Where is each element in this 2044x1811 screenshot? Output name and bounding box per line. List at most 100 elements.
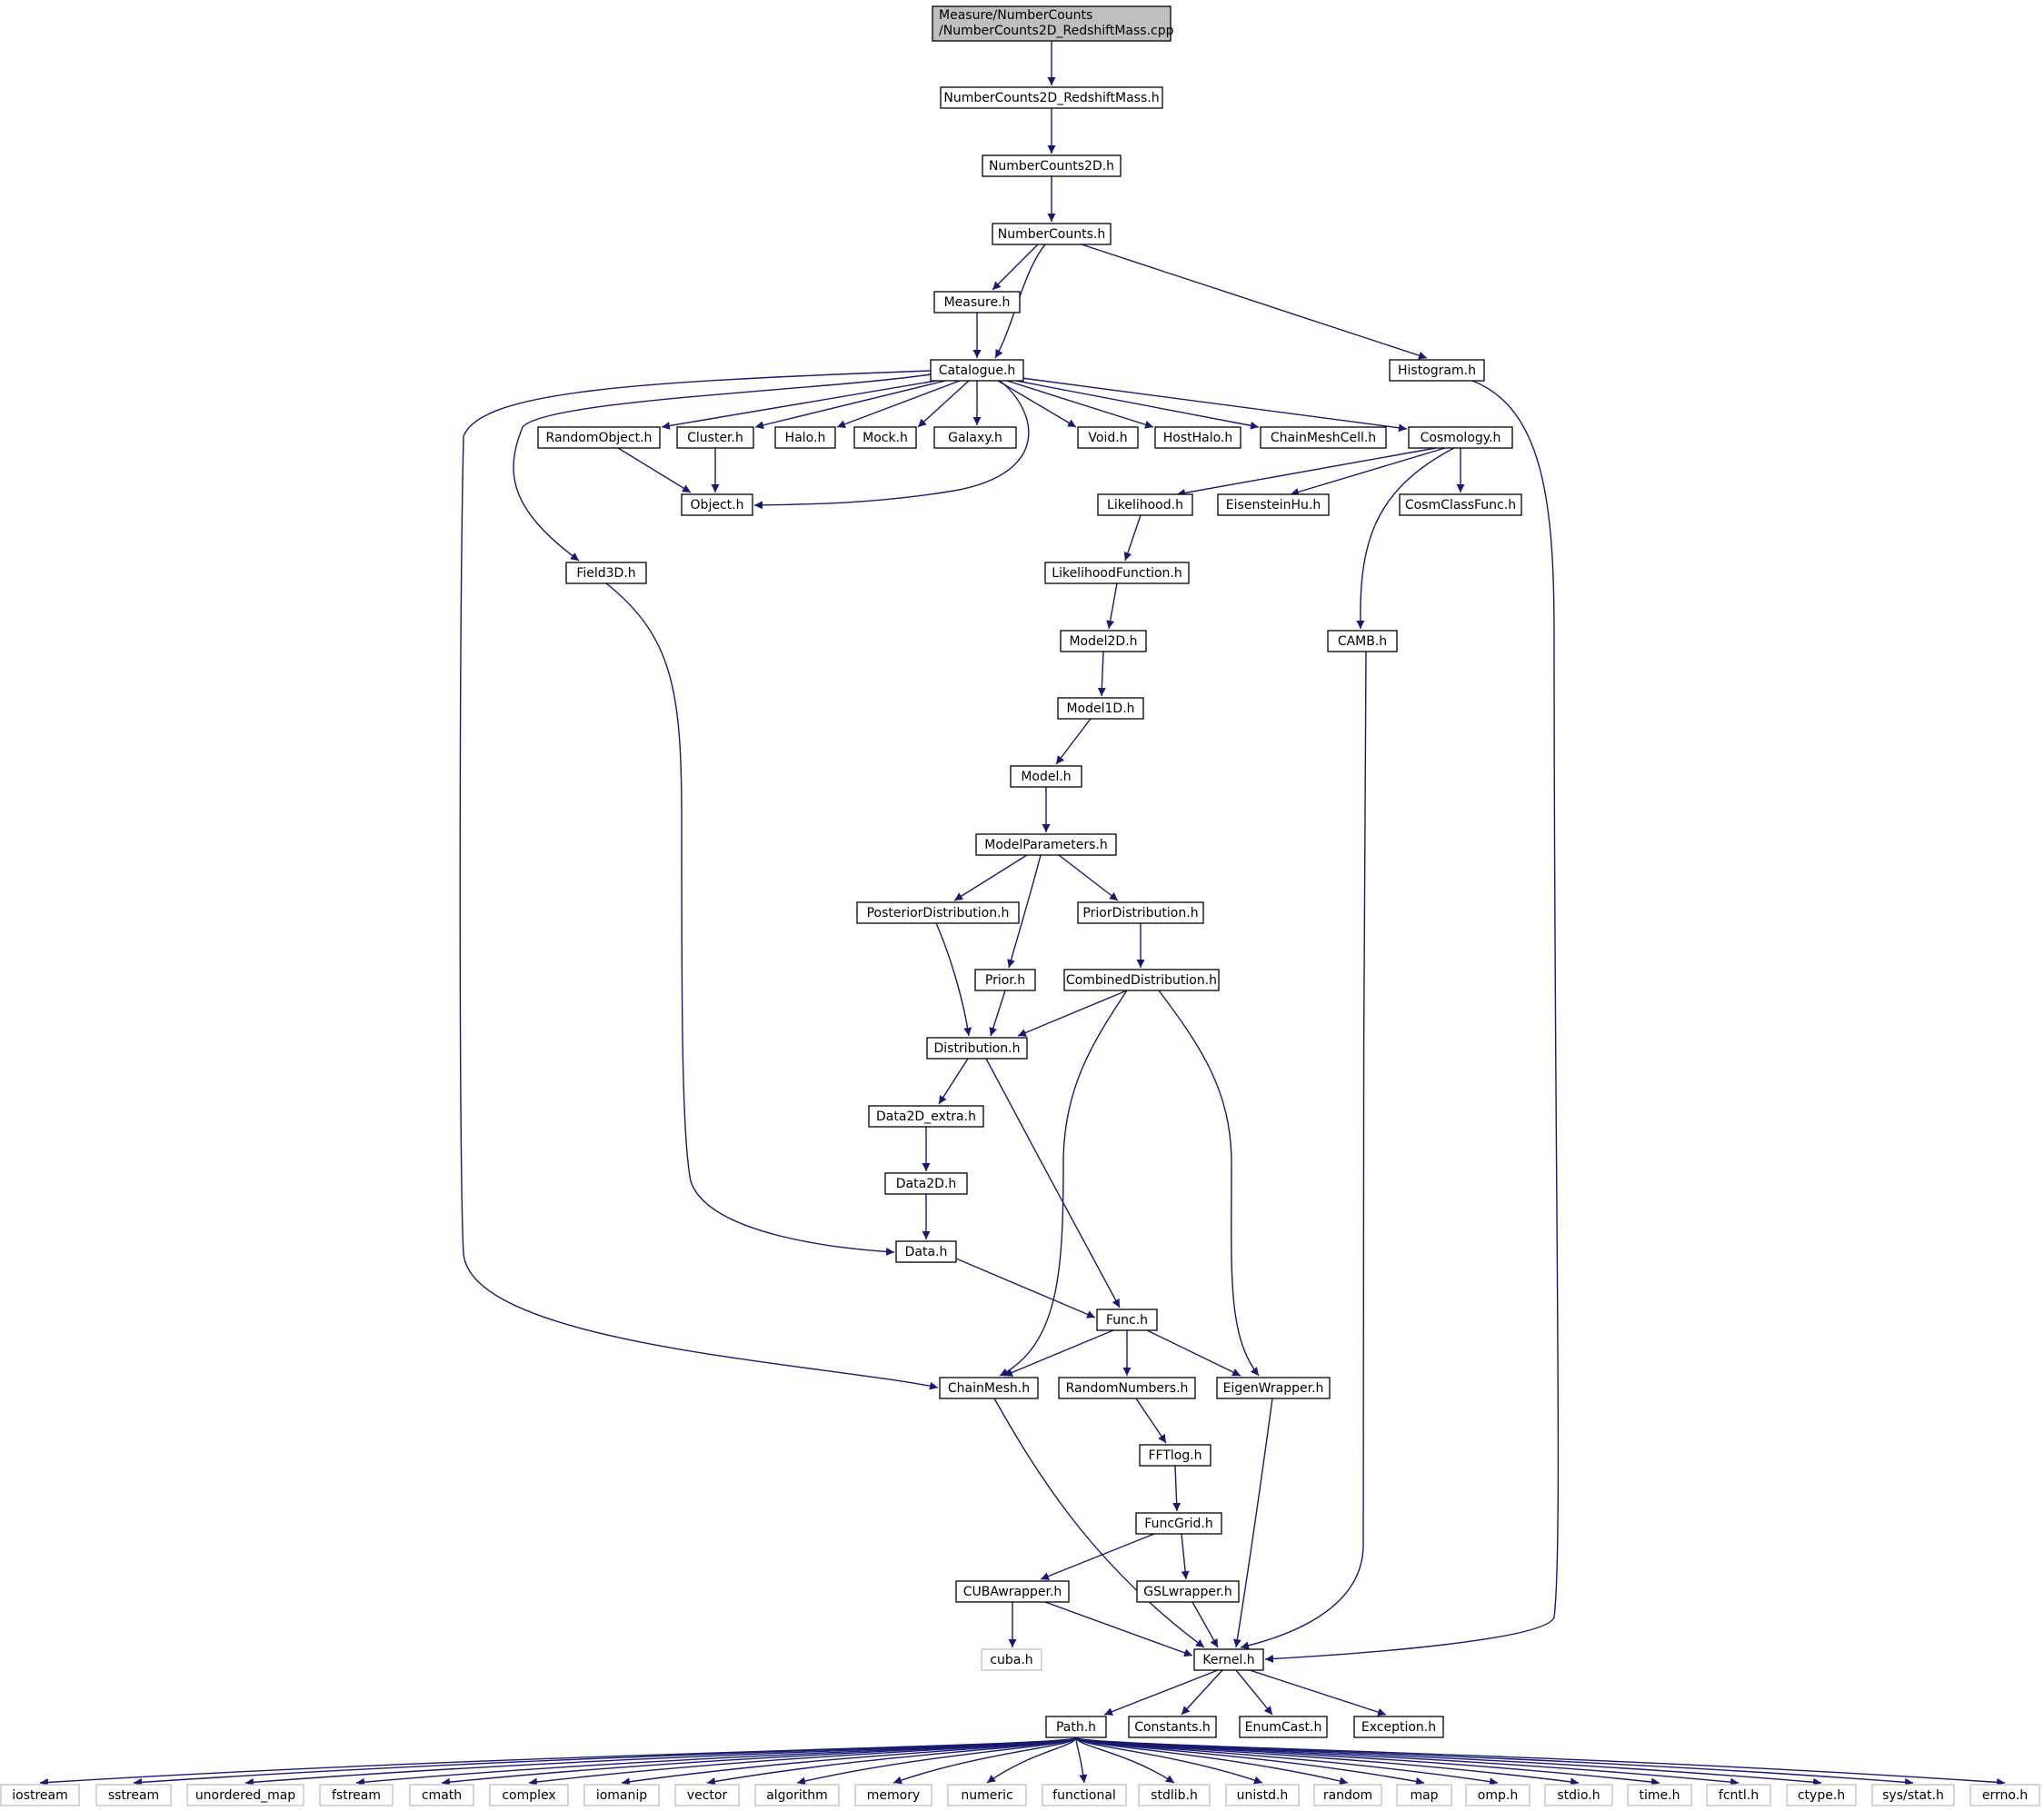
node-sstream[interactable]: sstream <box>95 1784 172 1806</box>
node-iomanip[interactable]: iomanip <box>583 1784 660 1806</box>
node-omp[interactable]: omp.h <box>1465 1784 1531 1806</box>
node-cuba[interactable]: cuba.h <box>981 1648 1042 1671</box>
node-eisensteinhu[interactable]: EisensteinHu.h <box>1217 493 1330 516</box>
node-randomobject[interactable]: RandomObject.h <box>537 426 661 449</box>
node-vector[interactable]: vector <box>674 1784 740 1806</box>
node-eigenwrapper[interactable]: EigenWrapper.h <box>1216 1377 1331 1399</box>
node-model1d[interactable]: Model1D.h <box>1057 697 1144 720</box>
dependency-edge <box>244 1736 1077 1786</box>
node-exception[interactable]: Exception.h <box>1353 1716 1444 1738</box>
node-modelparameters-label: ModelParameters.h <box>984 838 1108 852</box>
node-histogram[interactable]: Histogram.h <box>1389 359 1485 382</box>
node-numeric[interactable]: numeric <box>947 1784 1027 1806</box>
dependency-edge <box>1103 1669 1219 1716</box>
dependency-edge <box>1158 990 1260 1377</box>
node-algorithm-label: algorithm <box>766 1788 828 1803</box>
node-sysstat[interactable]: sys/stat.h <box>1871 1784 1955 1806</box>
node-gslwrapper[interactable]: GSLwrapper.h <box>1136 1580 1240 1603</box>
node-memory[interactable]: memory <box>854 1784 932 1806</box>
node-nc2d[interactable]: NumberCounts2D.h <box>982 154 1122 177</box>
node-model[interactable]: Model.h <box>1010 765 1082 788</box>
node-measure[interactable]: Measure.h <box>933 291 1021 313</box>
node-data2dextra[interactable]: Data2D_extra.h <box>868 1105 984 1128</box>
node-algorithm[interactable]: algorithm <box>754 1784 840 1806</box>
node-nc[interactable]: NumberCounts.h <box>992 223 1112 245</box>
node-ctype[interactable]: ctype.h <box>1786 1784 1857 1806</box>
node-likelihood[interactable]: Likelihood.h <box>1097 493 1193 516</box>
node-object[interactable]: Object.h <box>681 493 753 516</box>
node-path-label: Path.h <box>1056 1720 1096 1735</box>
node-nc2drm[interactable]: NumberCounts2D_RedshiftMass.h <box>940 86 1163 109</box>
dependency-edge <box>1003 1329 1114 1377</box>
node-data[interactable]: Data.h <box>895 1240 957 1263</box>
node-distribution[interactable]: Distribution.h <box>926 1037 1028 1060</box>
node-randomnumbers[interactable]: RandomNumbers.h <box>1058 1377 1196 1399</box>
node-unistd[interactable]: unistd.h <box>1225 1784 1300 1806</box>
node-cmath[interactable]: cmath <box>409 1784 474 1806</box>
dependency-edge <box>1106 582 1118 630</box>
node-iostream[interactable]: iostream <box>0 1784 80 1806</box>
node-field3d[interactable]: Field3D.h <box>565 562 647 584</box>
dependency-edge <box>1055 718 1092 765</box>
node-data2d[interactable]: Data2D.h <box>884 1172 968 1195</box>
node-cmath-label: cmath <box>422 1788 462 1803</box>
node-halo[interactable]: Halo.h <box>774 426 836 449</box>
node-root[interactable]: Measure/NumberCounts /NumberCounts2D_Red… <box>932 5 1174 42</box>
node-cubawrapper[interactable]: CUBAwrapper.h <box>955 1580 1070 1603</box>
node-func[interactable]: Func.h <box>1096 1308 1158 1331</box>
node-camb-label: CAMB.h <box>1338 634 1387 649</box>
node-errno[interactable]: errno.h <box>1969 1784 2040 1806</box>
node-random[interactable]: random <box>1313 1784 1382 1806</box>
node-chainmeshcell[interactable]: ChainMeshCell.h <box>1260 426 1387 449</box>
dependency-edge <box>1146 1329 1241 1377</box>
dependency-edge <box>1044 1601 1193 1657</box>
node-stdio[interactable]: stdio.h <box>1544 1784 1613 1806</box>
node-chainmesh-label: ChainMesh.h <box>948 1381 1030 1396</box>
node-enumcast[interactable]: EnumCast.h <box>1239 1716 1328 1738</box>
node-cosmology-label: Cosmology.h <box>1421 431 1501 445</box>
node-cosmology[interactable]: Cosmology.h <box>1408 426 1513 449</box>
dependency-edge <box>1235 1669 1273 1716</box>
dependency-edge <box>1123 514 1142 562</box>
node-chainmesh[interactable]: ChainMesh.h <box>939 1377 1039 1399</box>
node-combined[interactable]: CombinedDistribution.h <box>1063 969 1220 991</box>
node-map[interactable]: map <box>1396 1784 1452 1806</box>
node-fcntl[interactable]: fcntl.h <box>1706 1784 1771 1806</box>
node-camb[interactable]: CAMB.h <box>1327 630 1398 652</box>
node-unordered_map-label: unordered_map <box>195 1788 295 1803</box>
node-kernel[interactable]: Kernel.h <box>1193 1648 1264 1671</box>
node-fstream[interactable]: fstream <box>319 1784 394 1806</box>
node-fftlog[interactable]: FFTlog.h <box>1139 1444 1211 1467</box>
dependency-edge <box>1192 1601 1219 1648</box>
dependency-edge <box>1181 1533 1190 1580</box>
node-cluster[interactable]: Cluster.h <box>676 426 754 449</box>
node-time[interactable]: time.h <box>1627 1784 1692 1806</box>
node-constants[interactable]: Constants.h <box>1128 1716 1217 1738</box>
dependency-edge <box>1040 1533 1155 1580</box>
node-cosmclassfunc[interactable]: CosmClassFunc.h <box>1399 493 1522 516</box>
node-stdlib[interactable]: stdlib.h <box>1138 1784 1211 1806</box>
node-catalogue[interactable]: Catalogue.h <box>930 359 1024 382</box>
node-complex[interactable]: complex <box>489 1784 569 1806</box>
node-mock[interactable]: Mock.h <box>853 426 917 449</box>
node-likelihoodfunction[interactable]: LikelihoodFunction.h <box>1044 562 1190 584</box>
node-void[interactable]: Void.h <box>1077 426 1139 449</box>
node-memory-label: memory <box>867 1788 921 1803</box>
node-hosthalo[interactable]: HostHalo.h <box>1154 426 1241 449</box>
node-eisensteinhu-label: EisensteinHu.h <box>1226 498 1321 512</box>
node-prior[interactable]: Prior.h <box>974 969 1036 991</box>
dependency-edge <box>986 1736 1077 1784</box>
node-hosthalo-label: HostHalo.h <box>1163 431 1233 445</box>
node-unistd-label: unistd.h <box>1237 1788 1289 1803</box>
node-galaxy[interactable]: Galaxy.h <box>933 426 1017 449</box>
dependency-edge <box>1135 1398 1167 1444</box>
node-model2d[interactable]: Model2D.h <box>1060 630 1147 652</box>
dependency-edge <box>917 380 970 428</box>
node-path[interactable]: Path.h <box>1045 1716 1107 1738</box>
node-unordered_map[interactable]: unordered_map <box>186 1784 304 1806</box>
node-funcgrid[interactable]: FuncGrid.h <box>1135 1512 1222 1535</box>
node-modelparameters[interactable]: ModelParameters.h <box>975 833 1117 856</box>
node-posterior[interactable]: PosteriorDistribution.h <box>856 901 1020 924</box>
node-prior_dist[interactable]: PriorDistribution.h <box>1077 901 1204 924</box>
node-functional[interactable]: functional <box>1042 1784 1127 1806</box>
